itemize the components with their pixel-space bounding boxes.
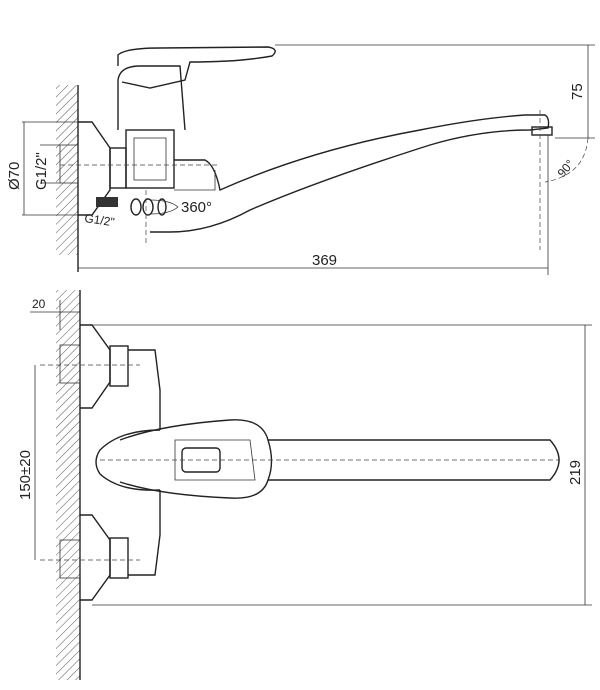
wall-hatch [56,85,78,255]
nut [125,129,175,189]
body [117,65,186,131]
flange-upper [80,324,111,409]
flange-lower [80,514,111,601]
angle-label: 90° [555,157,578,180]
thread-label-top: G1/2" [33,152,50,190]
swivel-ring [130,198,142,216]
angle-arc [544,137,589,183]
height-label: 75 [569,83,586,100]
thread-label-bottom: G1/2" [84,211,116,229]
aerator [531,126,553,136]
offset-label: 20 [32,297,46,311]
body-top [95,429,161,491]
lever-top [119,419,273,499]
connector [109,147,127,189]
diameter-label: Ø70 [6,162,23,190]
lever-handle [117,46,276,89]
top-view: 20 150±20 219 [17,290,592,680]
spout-label: 219 [567,460,584,485]
spout [150,114,550,233]
side-view: 360° G1/2" Ø70 G1/2" 75 90° 369 [6,44,595,275]
length-label: 369 [312,252,337,269]
wall-hatch [56,290,80,680]
thread-detail [96,197,118,207]
inlet-pipe [59,144,79,184]
spacing-label: 150±20 [17,450,34,500]
rotation-label: 360° [181,199,212,216]
